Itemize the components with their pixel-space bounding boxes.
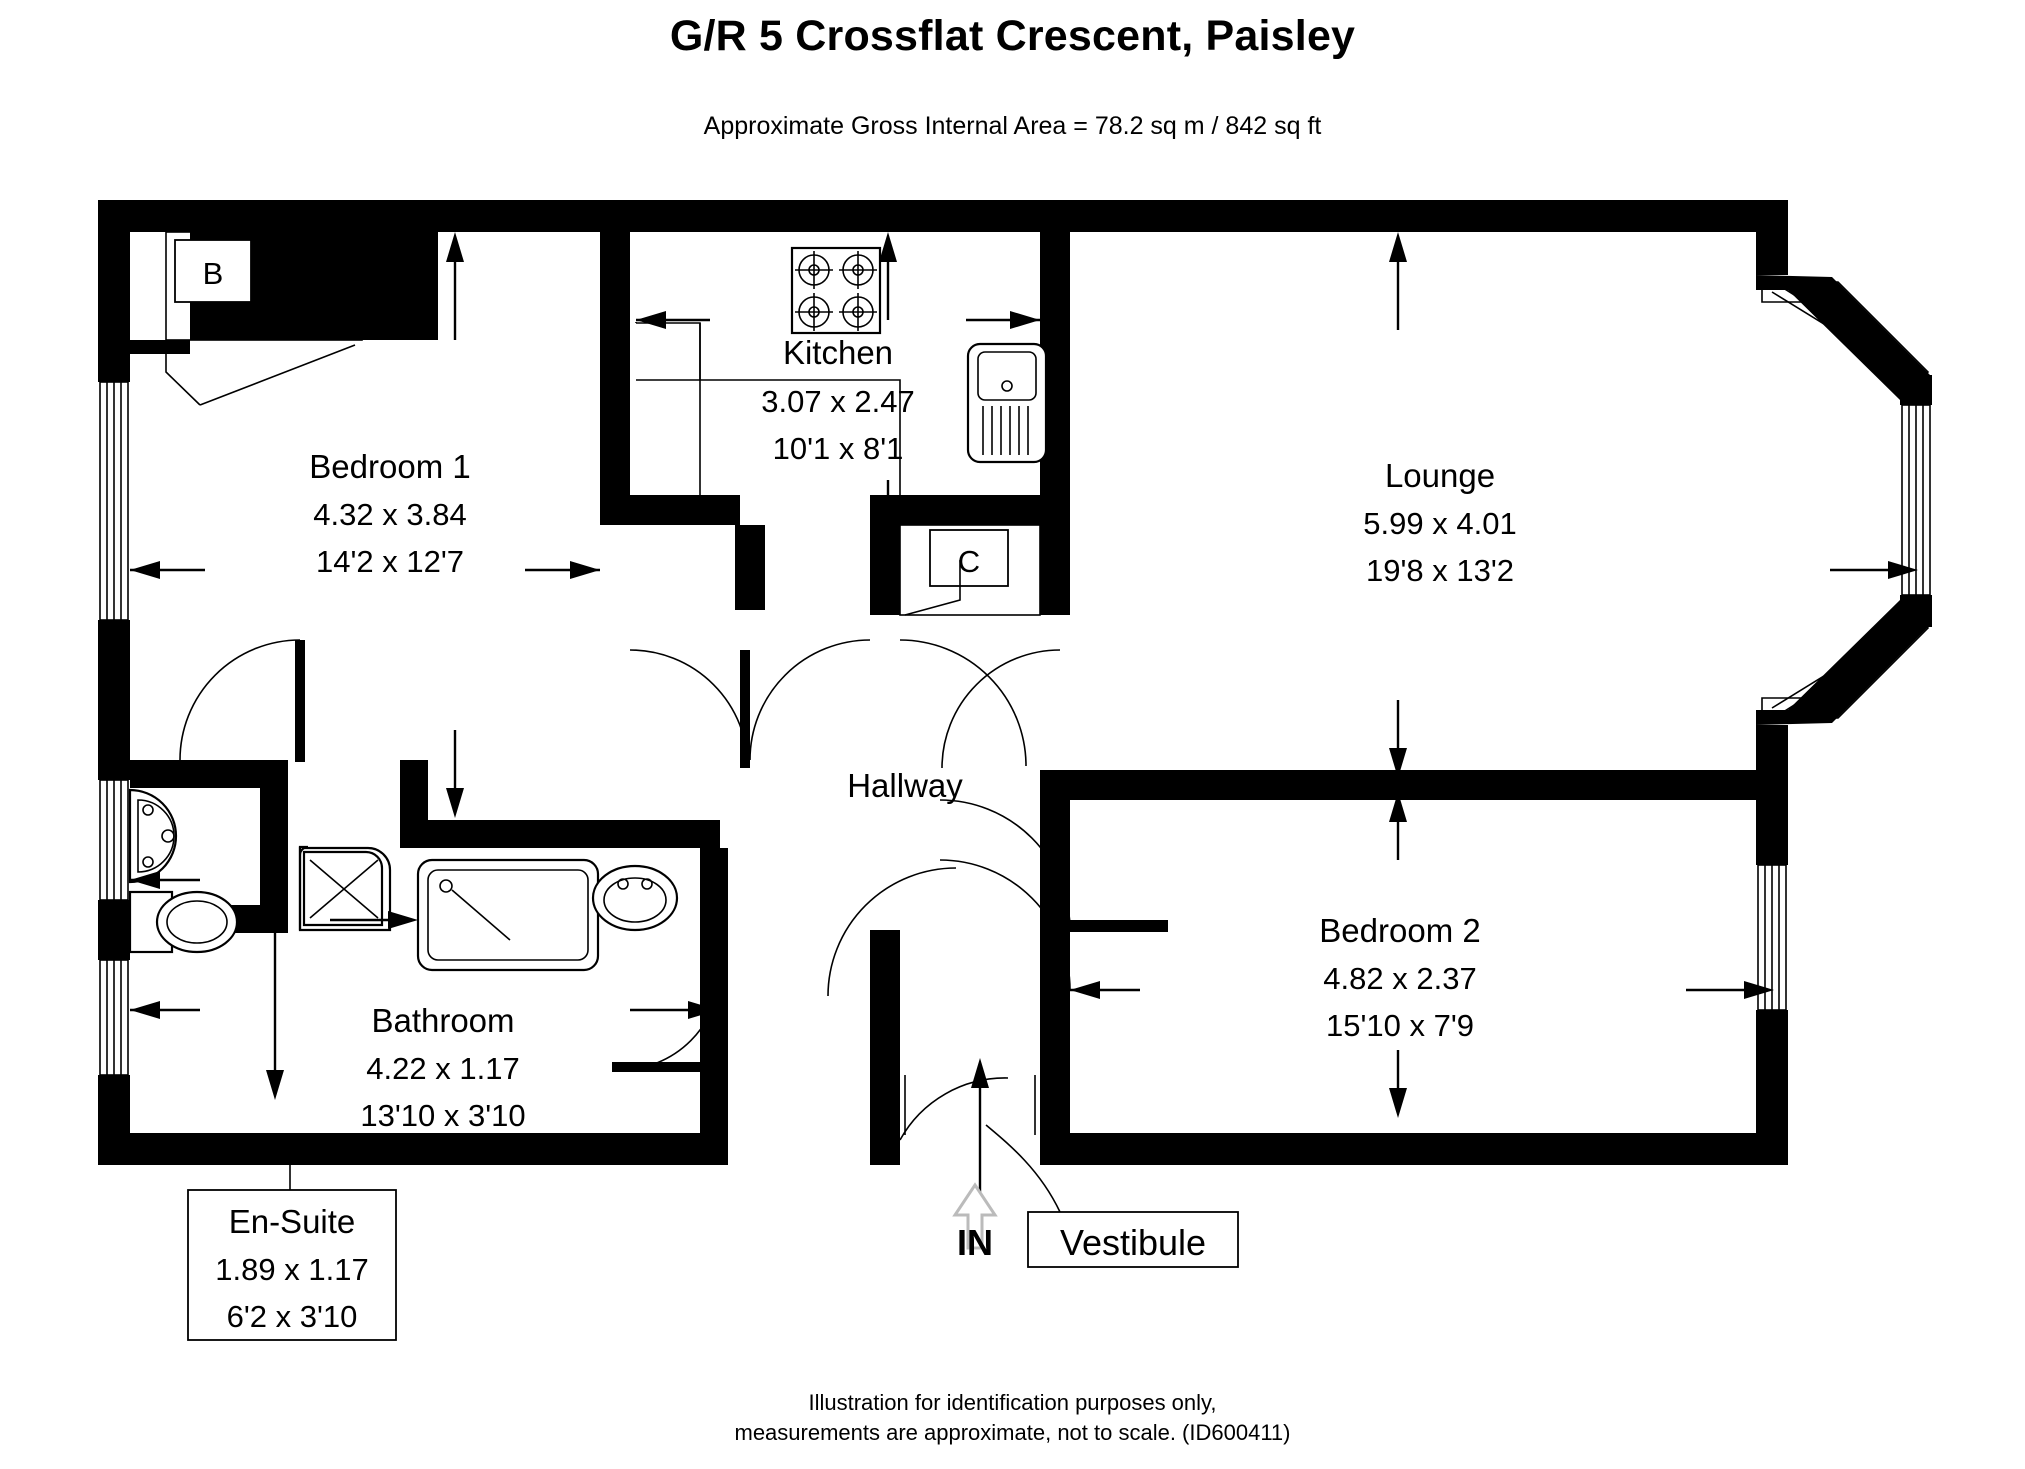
bathroom-name: Bathroom [371,1002,514,1039]
footer-line-2: measurements are approximate, not to sca… [734,1420,1291,1445]
cupboard-c-label: C [958,544,980,579]
gross-internal-area-note: Approximate Gross Internal Area = 78.2 s… [703,112,1322,140]
window-right-bedroom2 [1757,864,1787,1011]
vestibule-name: Vestibule [1060,1222,1206,1263]
room-label-bedroom1: Bedroom 1 4.32 x 3.84 14'2 x 12'7 [309,448,470,579]
bathroom-bath-icon [416,858,600,972]
kitchen-sink-icon [966,342,1048,464]
dimension-arrows [130,232,1918,1250]
lounge-imperial: 19'8 x 13'2 [1366,553,1514,588]
room-label-bathroom: Bathroom 4.22 x 1.17 13'10 x 3'10 [360,1002,525,1133]
hallway-name: Hallway [847,767,963,804]
window-left-wc [99,959,129,1076]
cupboard-c: C [899,524,1041,616]
cupboard-b-label: B [203,256,224,291]
exterior-walls [98,200,1788,1165]
bedroom2-imperial: 15'10 x 7'9 [1326,1008,1474,1043]
lounge-name: Lounge [1385,457,1495,494]
room-label-hallway: Hallway [847,767,963,804]
ensuite-toilet-icon [128,890,239,954]
entrance-group: IN Vestibule [957,1124,1239,1268]
footer-line-1: Illustration for identification purposes… [808,1390,1217,1415]
entrance-in-label: IN [957,1222,993,1263]
room-label-lounge: Lounge 5.99 x 4.01 19'8 x 13'2 [1363,457,1516,588]
kitchen-metric: 3.07 x 2.47 [761,384,914,419]
room-label-kitchen: Kitchen 3.07 x 2.47 10'1 x 8'1 [761,334,914,466]
bedroom2-metric: 4.82 x 2.37 [1323,961,1476,996]
bathroom-metric: 4.22 x 1.17 [366,1051,519,1086]
ensuite-imperial: 6'2 x 3'10 [227,1299,358,1334]
ensuite-shower-icon [298,845,392,932]
bay-window-lounge [1756,275,1932,725]
lounge-metric: 5.99 x 4.01 [1363,506,1516,541]
window-left-ensuite [99,779,129,901]
room-label-ensuite: En-Suite 1.89 x 1.17 6'2 x 3'10 [187,1140,397,1341]
ensuite-basin-icon [128,788,178,884]
ensuite-metric: 1.89 x 1.17 [215,1252,368,1287]
cupboard-b: B [130,231,438,406]
kitchen-name: Kitchen [783,334,893,371]
bedroom1-metric: 4.32 x 3.84 [313,497,466,532]
bathroom-imperial: 13'10 x 3'10 [360,1098,525,1133]
bedroom2-name: Bedroom 2 [1319,912,1480,949]
ensuite-name: En-Suite [229,1203,356,1240]
bathroom-basin-icon [591,864,679,932]
kitchen-worktop [635,322,901,500]
page-title: G/R 5 Crossflat Crescent, Paisley [669,12,1356,60]
bedroom1-imperial: 14'2 x 12'7 [316,544,464,579]
window-left-bedroom1 [99,381,129,621]
hob-icon [790,246,882,335]
door-swings [179,639,1168,1141]
bedroom1-name: Bedroom 1 [309,448,470,485]
kitchen-imperial: 10'1 x 8'1 [773,431,904,466]
room-label-bedroom2: Bedroom 2 4.82 x 2.37 15'10 x 7'9 [1319,912,1480,1043]
